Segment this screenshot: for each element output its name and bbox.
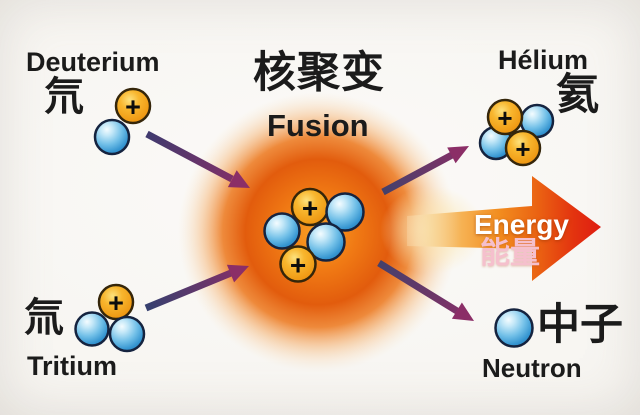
deuterium-label-en: Deuterium [26,47,160,77]
proton-ball [486,98,524,136]
neutron-ball [306,222,346,262]
energy-arrow [407,176,601,281]
energy-label-en: Energy [474,209,569,240]
free-neutron-ball [494,308,534,348]
plus-symbol: + [515,134,530,164]
plus-symbol: + [290,250,306,281]
energy-label-zh: 能量 [480,237,540,270]
plus-symbol: + [125,92,141,122]
helium-label-en: Hélium [498,45,589,75]
arrow-tritium-to-core [144,264,249,312]
proton-ball [504,129,542,167]
proton-ball [279,245,317,283]
arrow-core-to-helium [381,146,469,196]
helium-label-zh: 氦 [556,71,599,119]
neutron-label-en: Neutron [482,353,582,383]
deuterium-nucleus: + [93,87,152,156]
tritium-nucleus: + [74,283,146,353]
title-zh: 核聚变 [253,49,385,97]
tritium-label-zh: 氚 [24,296,64,340]
plus-symbol: + [108,288,124,318]
deuterium-label-zh: 氘 [44,75,84,119]
neutron-ball [74,311,110,347]
neutron-ball [93,118,131,156]
fusion-core-nucleons: + + [263,187,365,283]
proton-ball [114,87,152,125]
title-en: Fusion [267,108,369,143]
neutron-label-zh: 中子 [537,301,623,349]
arrow-deuterium-to-core [145,130,250,188]
arrow-core-to-neutron [377,260,474,321]
neutron-ball [325,192,365,232]
plus-symbol: + [497,103,512,133]
neutron-ball [108,315,146,353]
tritium-label-en: Tritium [27,351,118,381]
helium-nucleus: + + [478,98,555,167]
neutron-ball [263,212,301,250]
proton-ball [97,283,135,321]
plus-symbol: + [302,193,318,224]
